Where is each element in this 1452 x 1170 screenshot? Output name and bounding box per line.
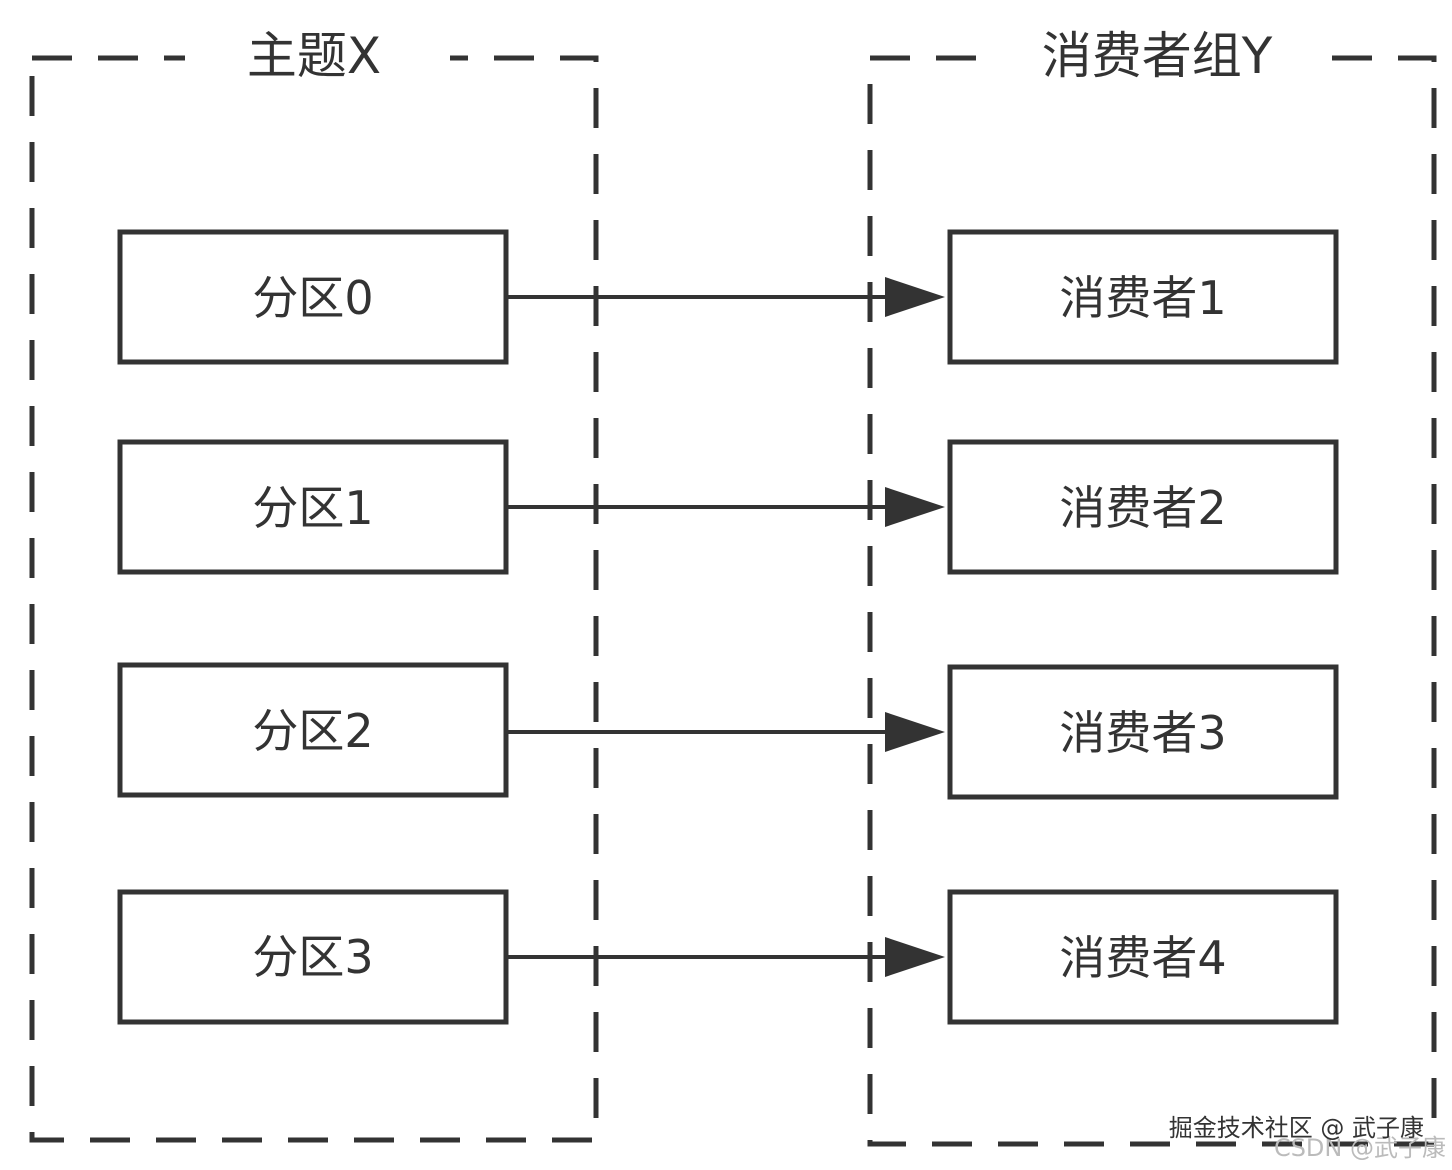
consumer-node: 消费者4 (947, 889, 1339, 1025)
consumer-group-label: 消费者组Y (1042, 27, 1273, 85)
partition-node: 分区1 (117, 439, 509, 575)
topic-group-label-bg (185, 25, 450, 91)
consumer-label: 消费者4 (1059, 931, 1226, 985)
arrowhead-icon (885, 277, 945, 317)
partition-node: 分区2 (117, 662, 509, 798)
consumer-label: 消费者2 (1059, 481, 1226, 535)
edge-arrow (508, 712, 945, 752)
partition-box (117, 662, 509, 798)
edge-arrow (508, 277, 945, 317)
consumer-box (947, 664, 1339, 800)
consumer-label: 消费者3 (1059, 706, 1226, 760)
partition-label: 分区2 (252, 704, 373, 758)
arrowhead-icon (885, 937, 945, 977)
partition-node: 分区3 (117, 889, 509, 1025)
partition-label: 分区3 (252, 930, 373, 984)
arrowhead-icon (885, 487, 945, 527)
consumer-group: 消费者组Y (867, 25, 1437, 1147)
consumer-label: 消费者1 (1059, 271, 1226, 325)
consumer-node: 消费者2 (947, 439, 1339, 575)
watermark-secondary: CSDN @武子康 (1274, 1134, 1446, 1162)
partition-label: 分区1 (252, 481, 373, 535)
consumer-box (947, 229, 1339, 365)
consumer-group-label-bg (1000, 25, 1315, 91)
partition-box (117, 229, 509, 365)
topic-group: 主题X (29, 25, 599, 1143)
watermark-primary: 掘金技术社区 @ 武子康 (1169, 1114, 1424, 1142)
consumer-box (947, 889, 1339, 1025)
consumer-box (947, 439, 1339, 575)
consumer-node: 消费者3 (947, 664, 1339, 800)
partition-label: 分区0 (252, 271, 373, 325)
consumer-node: 消费者1 (947, 229, 1339, 365)
partition-node: 分区0 (117, 229, 509, 365)
partition-box (117, 439, 509, 575)
edge-arrow (508, 937, 945, 977)
partition-box (117, 889, 509, 1025)
edge-arrow (508, 487, 945, 527)
topic-group-label: 主题X (247, 27, 381, 85)
arrowhead-icon (885, 712, 945, 752)
